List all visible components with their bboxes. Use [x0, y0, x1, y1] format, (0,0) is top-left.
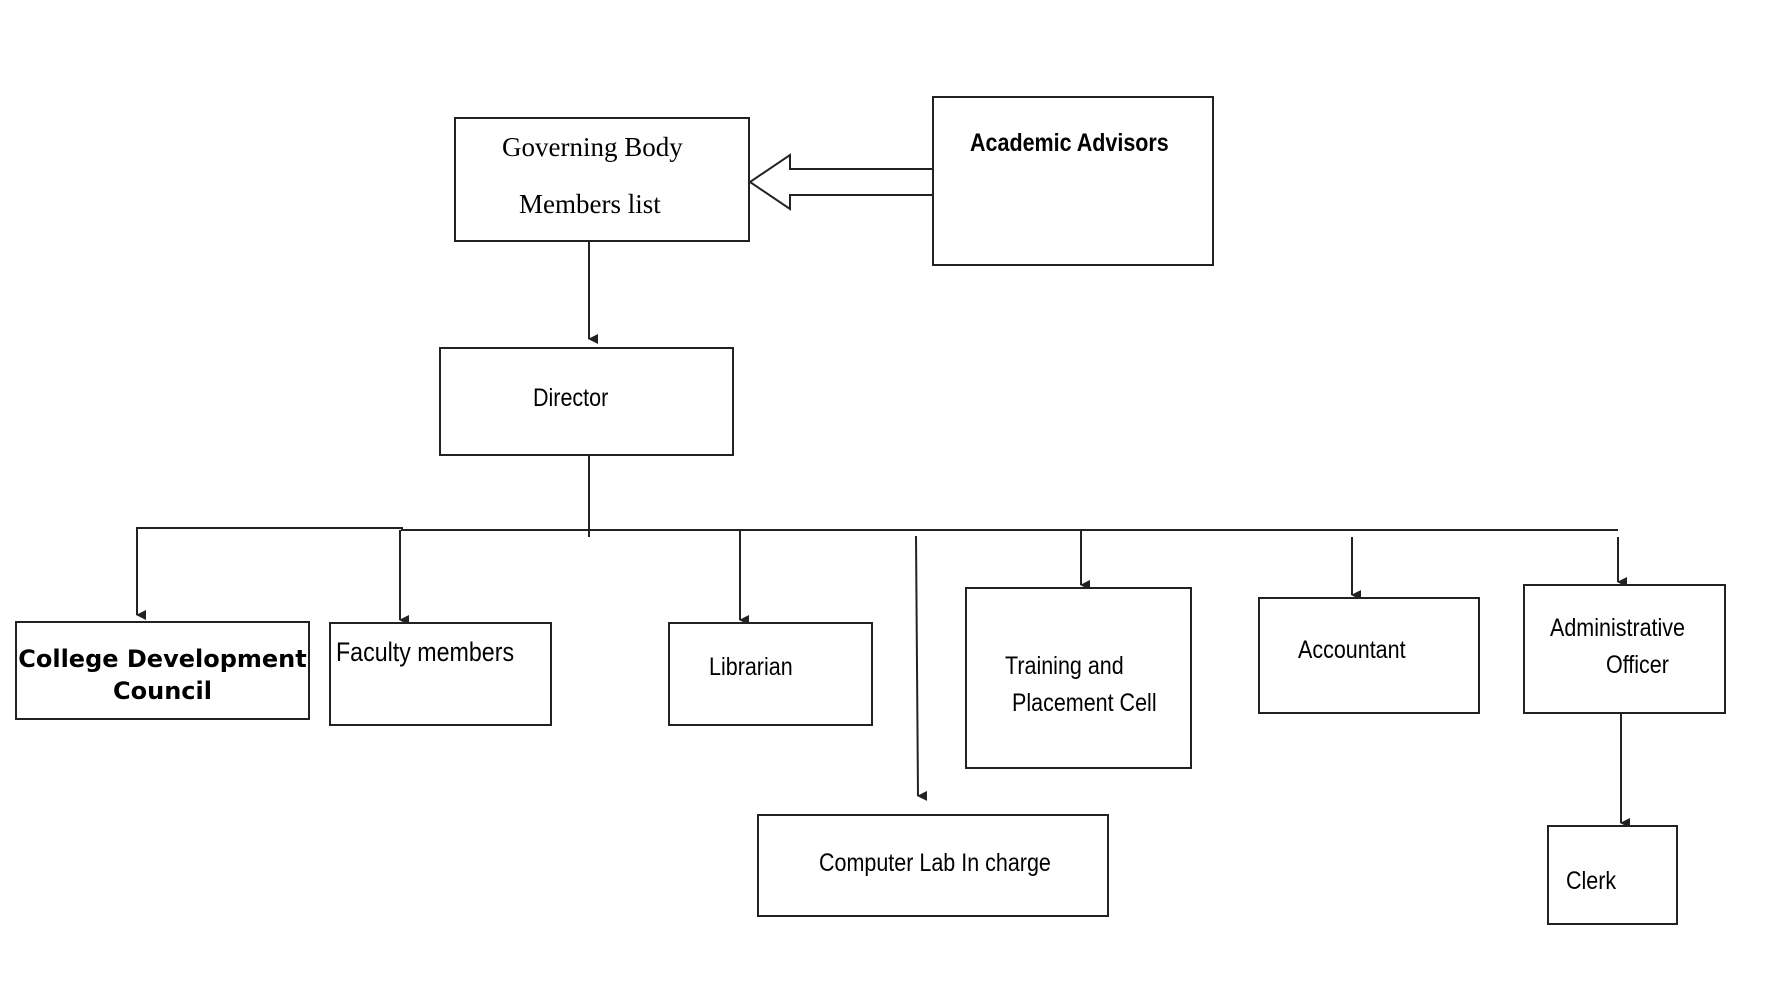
- director-label: Director: [533, 384, 609, 412]
- librarian-label: Librarian: [709, 653, 793, 681]
- faculty-members-label: Faculty members: [336, 637, 515, 667]
- node-clerk: Clerk: [1547, 825, 1678, 925]
- accountant-label: Accountant: [1298, 636, 1406, 664]
- node-director: Director: [439, 347, 734, 456]
- college-development-council-line1: College Development: [18, 645, 307, 673]
- edge-advisors-to-governing-body: [748, 153, 935, 211]
- node-academic-advisors: Academic Advisors: [932, 96, 1214, 266]
- governing-body-line1: Governing Body: [502, 132, 683, 162]
- computer-lab-label: Computer Lab In charge: [819, 849, 1051, 877]
- college-development-council-line2: Council: [113, 677, 212, 705]
- administrative-officer-line1: Administrative: [1550, 614, 1686, 642]
- edge-to-college-development-council: [136, 527, 403, 620]
- node-accountant: Accountant: [1258, 597, 1480, 714]
- training-placement-line2: Placement Cell: [1012, 689, 1157, 717]
- node-administrative-officer: Administrative Officer: [1523, 584, 1726, 714]
- node-computer-lab-in-charge: Computer Lab In charge: [757, 814, 1109, 917]
- node-librarian: Librarian: [668, 622, 873, 726]
- administrative-officer-line2: Officer: [1606, 651, 1669, 679]
- node-governing-body: Governing Body Members list: [454, 117, 750, 242]
- edge-to-computer-lab: [915, 535, 928, 801]
- training-placement-line1: Training and: [1005, 652, 1124, 680]
- governing-body-line2: Members list: [519, 189, 661, 219]
- clerk-label: Clerk: [1566, 867, 1617, 895]
- node-training-placement-cell: Training and Placement Cell: [965, 587, 1192, 769]
- node-college-development-council: College Development Council: [15, 621, 310, 720]
- node-faculty-members: Faculty members: [329, 622, 552, 726]
- academic-advisors-label: Academic Advisors: [970, 129, 1169, 157]
